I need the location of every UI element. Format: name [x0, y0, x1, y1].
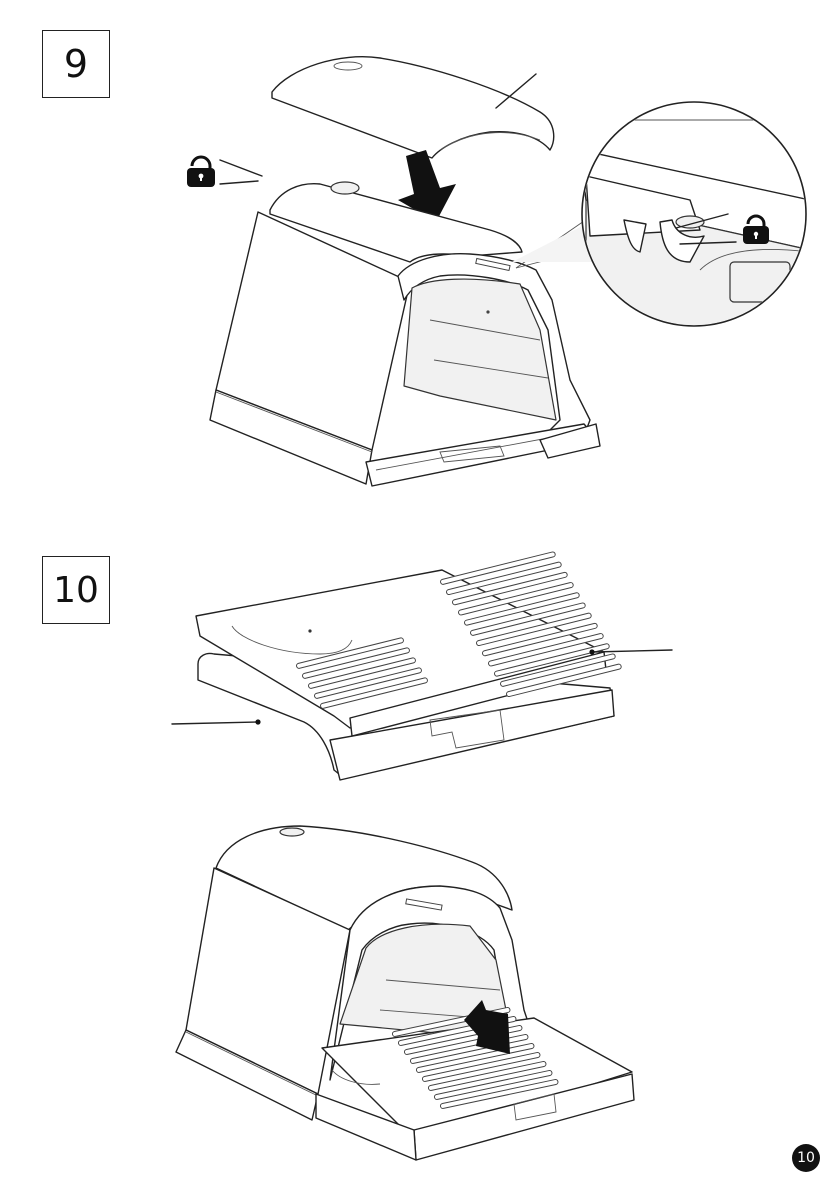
- page-number-badge: 10: [792, 1144, 820, 1172]
- padlock-icon: [187, 157, 215, 187]
- step10-final-assembly: [176, 826, 634, 1160]
- hutch-body: [210, 182, 600, 486]
- roof-lid: [272, 57, 554, 158]
- detail-callout: [512, 102, 810, 330]
- step10-tray-assembly: [172, 551, 672, 780]
- step9-illustration: [187, 57, 810, 486]
